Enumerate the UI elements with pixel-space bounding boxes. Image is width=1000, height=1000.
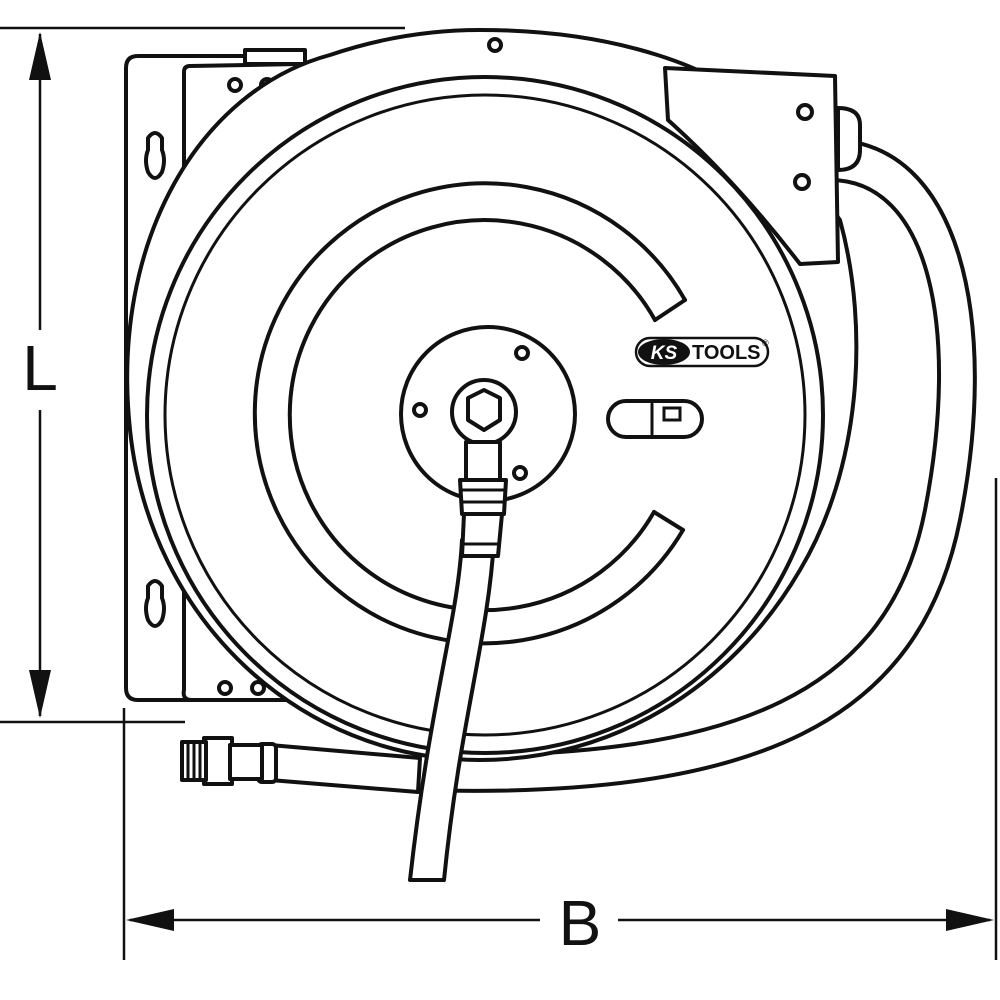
dimension-height: L xyxy=(0,26,405,724)
keyhole-slot-bottom xyxy=(144,579,166,628)
hub-screw xyxy=(412,402,428,418)
arrow-up-icon xyxy=(29,32,51,80)
hose-ferrule xyxy=(460,512,504,558)
hose-fitting-upper xyxy=(464,440,502,482)
drum-groove-outer xyxy=(252,181,687,646)
arrow-down-icon xyxy=(29,670,51,718)
outer-hose xyxy=(418,138,977,793)
bracket-hole xyxy=(217,680,233,696)
logo-tools: TOOLS xyxy=(692,342,761,364)
housing-screw-top xyxy=(487,37,503,53)
top-clip xyxy=(243,48,307,66)
fitting-body xyxy=(228,743,264,781)
dimension-label-l: L xyxy=(22,332,58,404)
fitting-hex xyxy=(202,736,234,786)
logo-registered: ® xyxy=(762,338,769,348)
outlet-hose-end xyxy=(180,736,422,794)
logo-ks: KS xyxy=(651,343,678,364)
keyhole-slot-top xyxy=(144,131,166,180)
drum-groove-inner xyxy=(287,218,657,613)
arrow-left-icon xyxy=(126,909,174,931)
hub-screw xyxy=(514,345,530,361)
arrow-right-icon xyxy=(946,909,994,931)
hose-guide-roller xyxy=(836,106,862,172)
drum-rim xyxy=(163,93,807,737)
inlet-hose xyxy=(408,440,508,882)
dimension-label-b: B xyxy=(559,887,602,959)
ratchet-latch xyxy=(606,399,704,439)
dimension-width: B xyxy=(122,478,998,960)
ks-tools-logo: KS TOOLS ® xyxy=(634,336,770,368)
hub-screw xyxy=(512,465,528,481)
hex-nut-icon xyxy=(466,388,502,432)
hose-nut xyxy=(458,478,508,516)
bracket-screw xyxy=(793,173,811,191)
bracket-screw xyxy=(796,103,814,121)
center-hub xyxy=(399,325,577,503)
bracket-hole xyxy=(227,77,243,93)
bracket-hole xyxy=(250,680,266,696)
